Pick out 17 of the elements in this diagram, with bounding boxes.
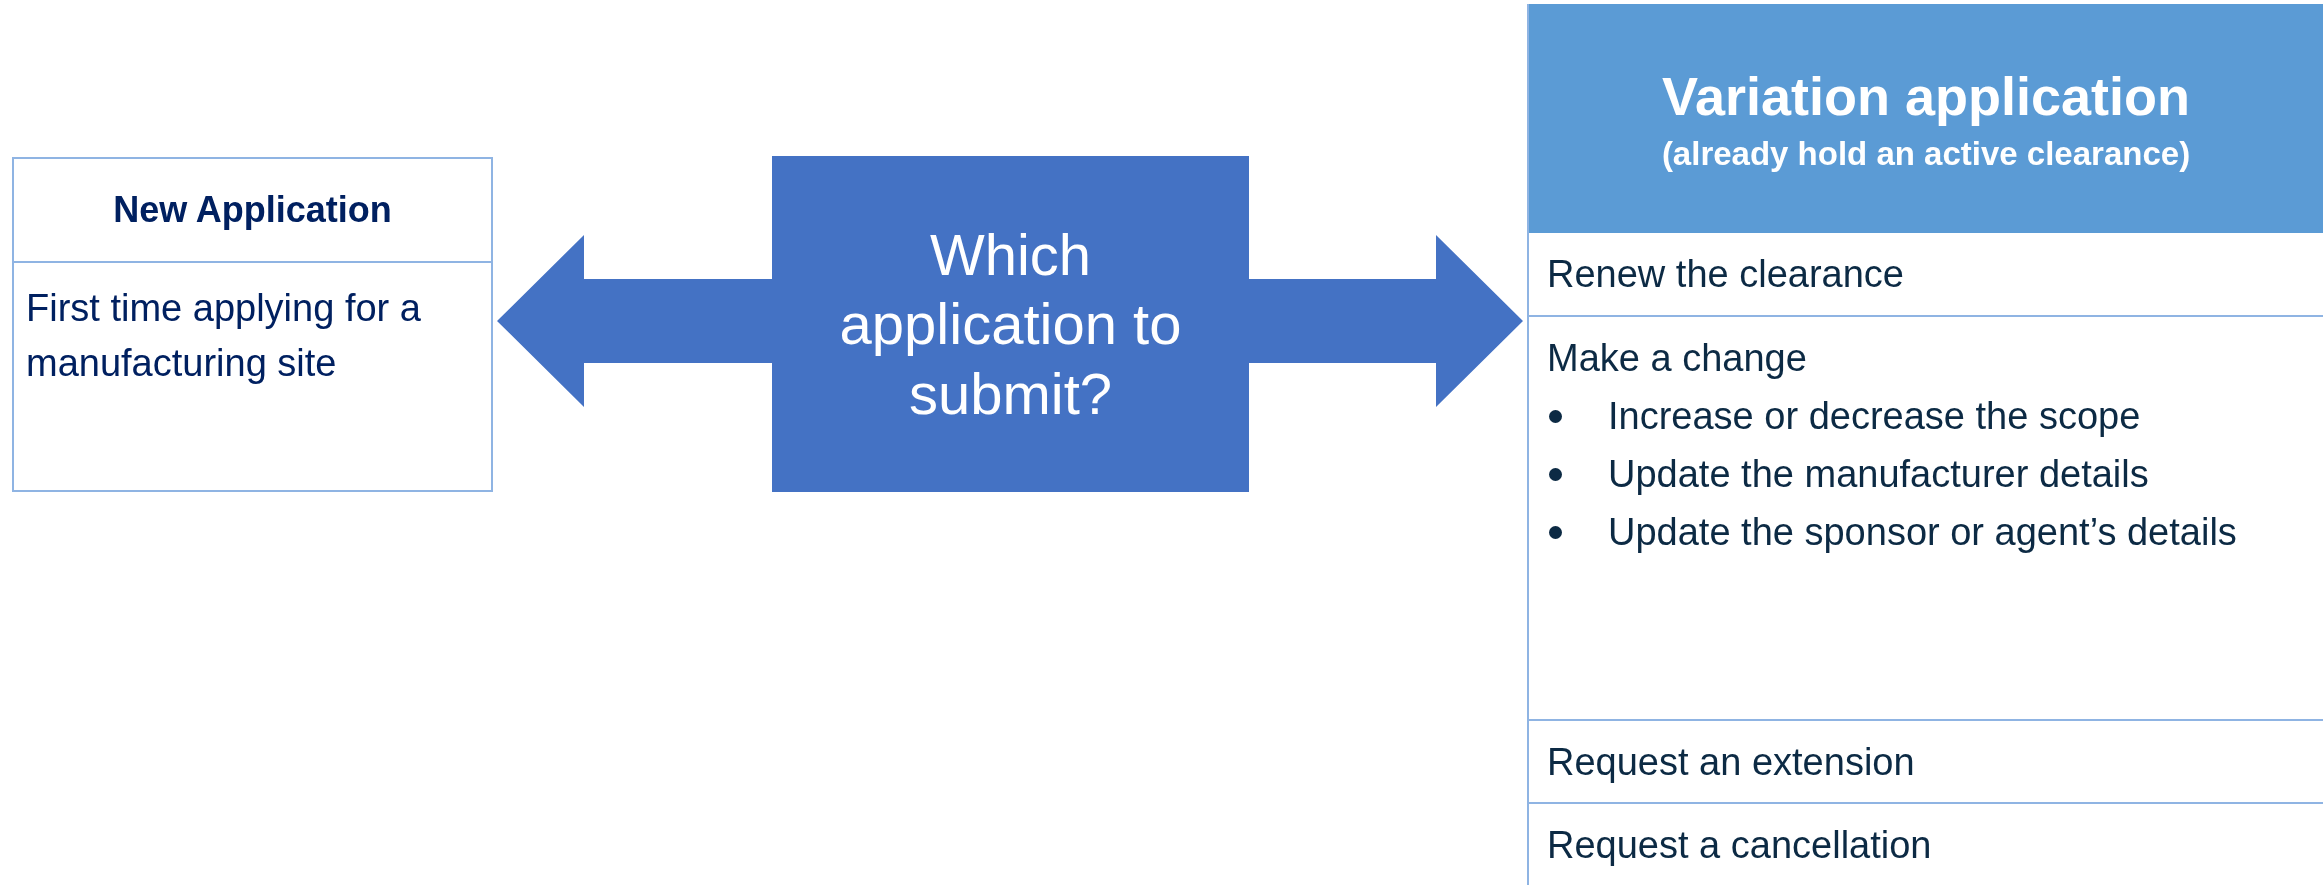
bullet-text: Update the sponsor or agent’s details — [1608, 510, 2237, 555]
row-text: Make a change — [1547, 336, 1808, 381]
block-arrow — [497, 235, 772, 407]
row-text: Renew the clearance — [1547, 252, 1905, 297]
bullet-text: Increase or decrease the scope — [1608, 394, 2141, 439]
panel-subtitle: (already hold an active clearance) — [1661, 134, 2191, 173]
option-card — [12, 157, 493, 492]
row-text: Request a cancellation — [1547, 823, 1933, 868]
bullet-text: Update the manufacturer details — [1608, 452, 2149, 497]
card-title: New Application — [113, 189, 392, 231]
row-text: Request an extension — [1547, 740, 1916, 785]
question-text: Which application to submit? — [838, 220, 1183, 428]
question-box — [772, 156, 1249, 492]
panel-title: Variation application — [1661, 64, 2191, 127]
option-panel — [1527, 4, 2323, 885]
block-arrow — [1249, 235, 1523, 407]
card-text: First time applying for a manufacturing site — [25, 286, 422, 387]
